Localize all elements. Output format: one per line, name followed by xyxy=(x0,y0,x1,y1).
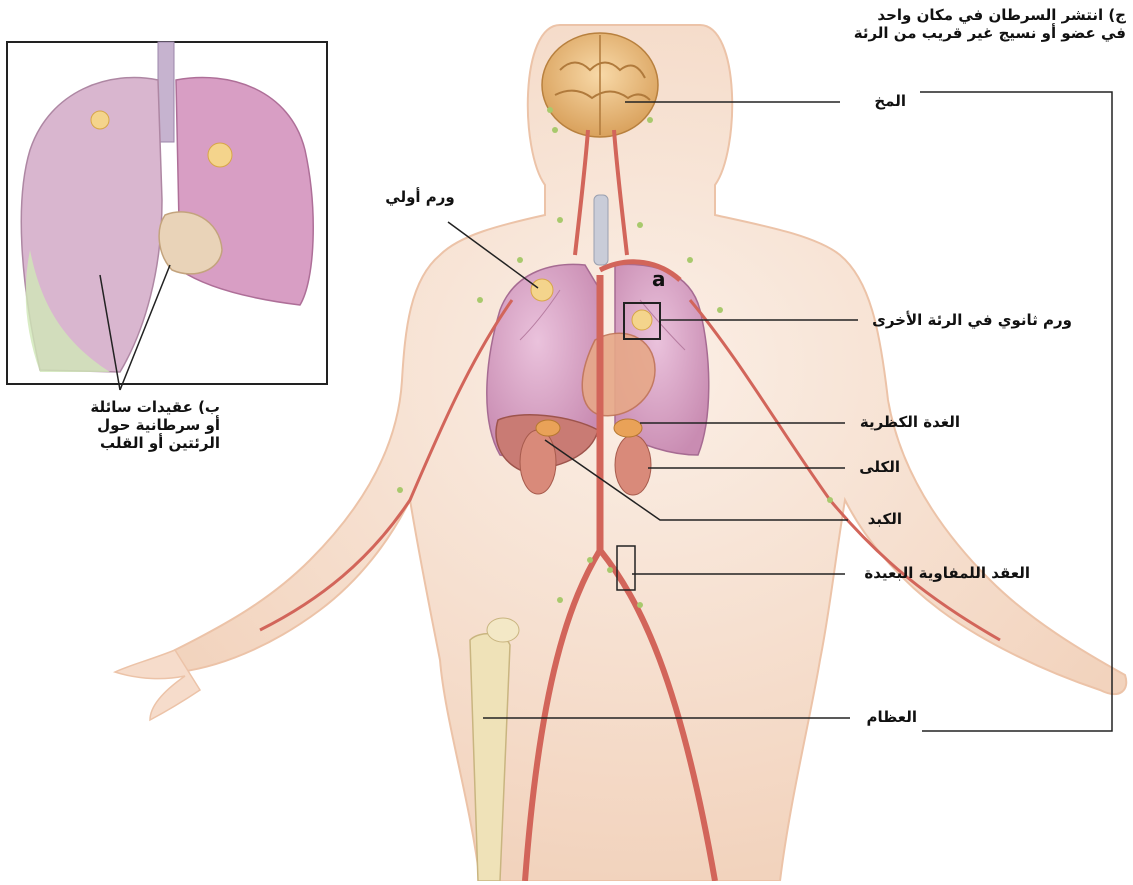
secondary-tumor-mark xyxy=(632,310,652,330)
right-kidney xyxy=(520,430,556,494)
bones-label: العظام xyxy=(852,708,917,726)
lymph-b-line2: أو سرطانية حول xyxy=(30,416,220,434)
brain-illustration xyxy=(542,33,658,137)
lymph-nodes-b-label: ب) عقيدات سائلة أو سرطانية حول الرئتين أ… xyxy=(30,398,220,452)
left-kidney xyxy=(615,435,651,495)
adrenal-gland xyxy=(614,419,642,437)
primary-tumor-mark xyxy=(531,279,553,301)
inset-lungs-panel xyxy=(7,42,327,384)
secondary-tumor-label: ورم ثانوي في الرئة الأخرى xyxy=(862,311,1072,329)
primary-tumor-label: ورم أولي xyxy=(370,188,470,206)
lymph-b-line3: الرئتين أو القلب xyxy=(30,434,220,452)
spread-title-line2: في عضو أو نسيج غير قريب من الرئة xyxy=(790,24,1126,42)
brain-label: المخ xyxy=(846,92,906,110)
adrenal-gland-right xyxy=(536,420,560,436)
lymph-b-line1: ب) عقيدات سائلة xyxy=(30,398,220,416)
kidneys-label: الكلى xyxy=(850,458,900,476)
liver-label: الكبد xyxy=(852,510,902,528)
adrenal-gland-label: الغدة الكظرية xyxy=(850,413,960,431)
spread-title-line1: ج) انتشر السرطان في مكان واحد xyxy=(790,6,1126,24)
distant-lymph-nodes-label: العقد اللمفاوية البعيدة xyxy=(850,564,1030,582)
inset-marker-label: a xyxy=(652,270,666,288)
spread-title: ج) انتشر السرطان في مكان واحد في عضو أو … xyxy=(790,6,1126,42)
